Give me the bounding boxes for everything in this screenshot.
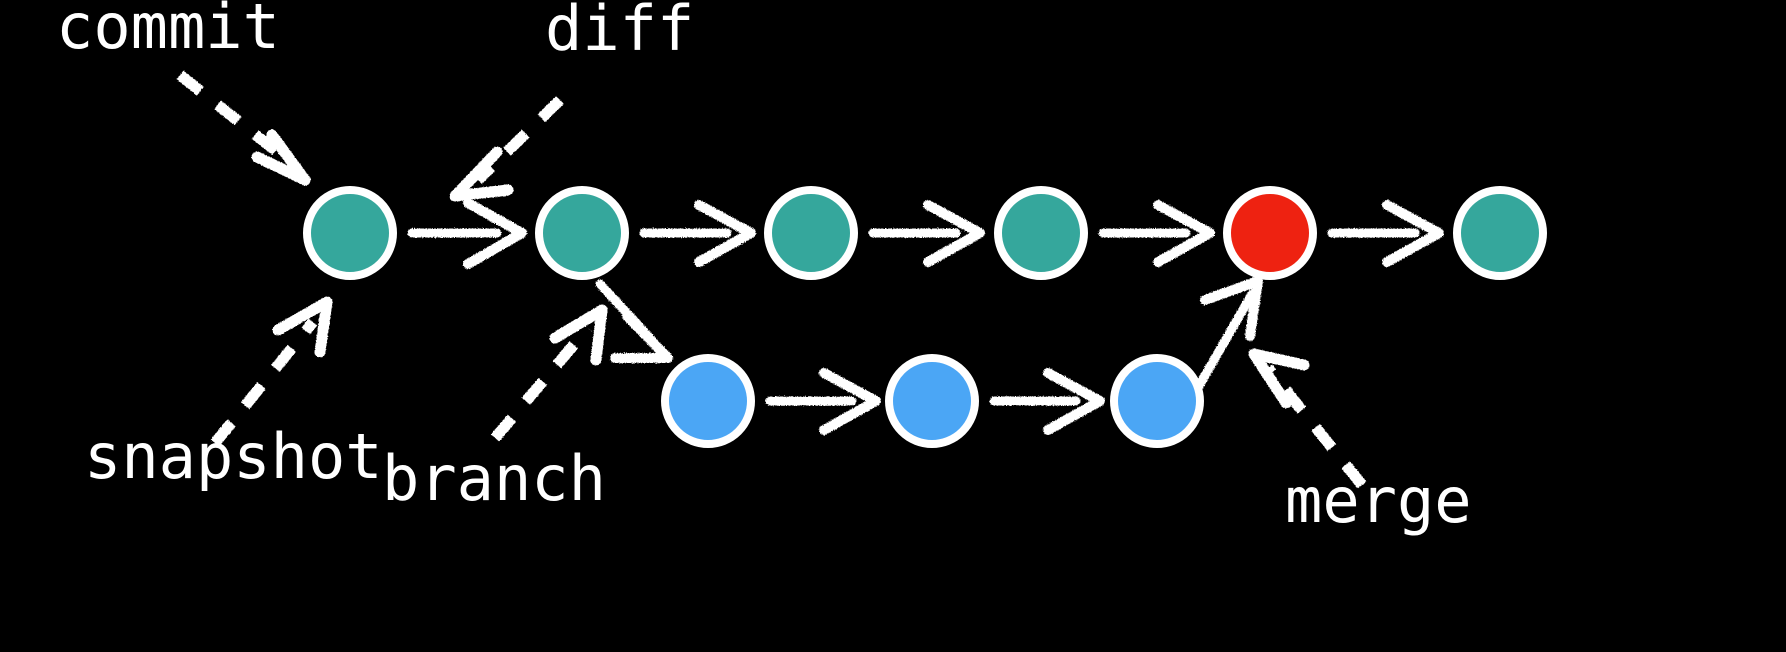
commit-node-main-5-merge-commit[interactable] <box>1223 186 1317 280</box>
commit-node-main-1[interactable] <box>303 186 397 280</box>
annotation-arrow-branch <box>490 304 608 442</box>
edge-group-main <box>407 198 1444 269</box>
commit-node-feat-1[interactable] <box>661 354 755 448</box>
annotation-label-diff: diff <box>545 0 694 65</box>
feature-branch-nodes <box>661 354 1204 448</box>
edge-main-5-6 <box>1327 200 1444 267</box>
commit-node-feat-3[interactable] <box>1110 354 1204 448</box>
edge-branch-off <box>595 279 673 363</box>
edge-main-3-4 <box>868 200 985 267</box>
annotation-arrow-diff <box>449 96 564 202</box>
edge-main-2-3 <box>639 200 756 267</box>
commit-node-main-3[interactable] <box>764 186 858 280</box>
edge-main-4-5 <box>1098 200 1215 267</box>
annotation-arrow-group <box>176 70 1367 489</box>
annotation-label-commit: commit <box>56 0 280 63</box>
annotation-arrow-merge <box>1248 348 1367 489</box>
annotation-label-merge: merge <box>1285 464 1472 537</box>
edge-group-feature <box>595 276 1263 435</box>
main-branch-nodes <box>303 186 1547 280</box>
annotation-arrow-snapshot <box>210 296 333 447</box>
edge-feat-1-2 <box>765 368 881 435</box>
commit-node-main-4[interactable] <box>994 186 1088 280</box>
commit-node-main-6[interactable] <box>1453 186 1547 280</box>
commit-node-feat-2[interactable] <box>885 354 979 448</box>
annotation-label-snapshot: snapshot <box>84 420 383 493</box>
annotation-arrow-commit <box>176 70 311 186</box>
annotation-label-branch: branch <box>382 442 606 515</box>
commit-node-main-2[interactable] <box>535 186 629 280</box>
edge-feat-2-3 <box>989 368 1105 435</box>
edge-main-1-2 <box>407 198 527 269</box>
